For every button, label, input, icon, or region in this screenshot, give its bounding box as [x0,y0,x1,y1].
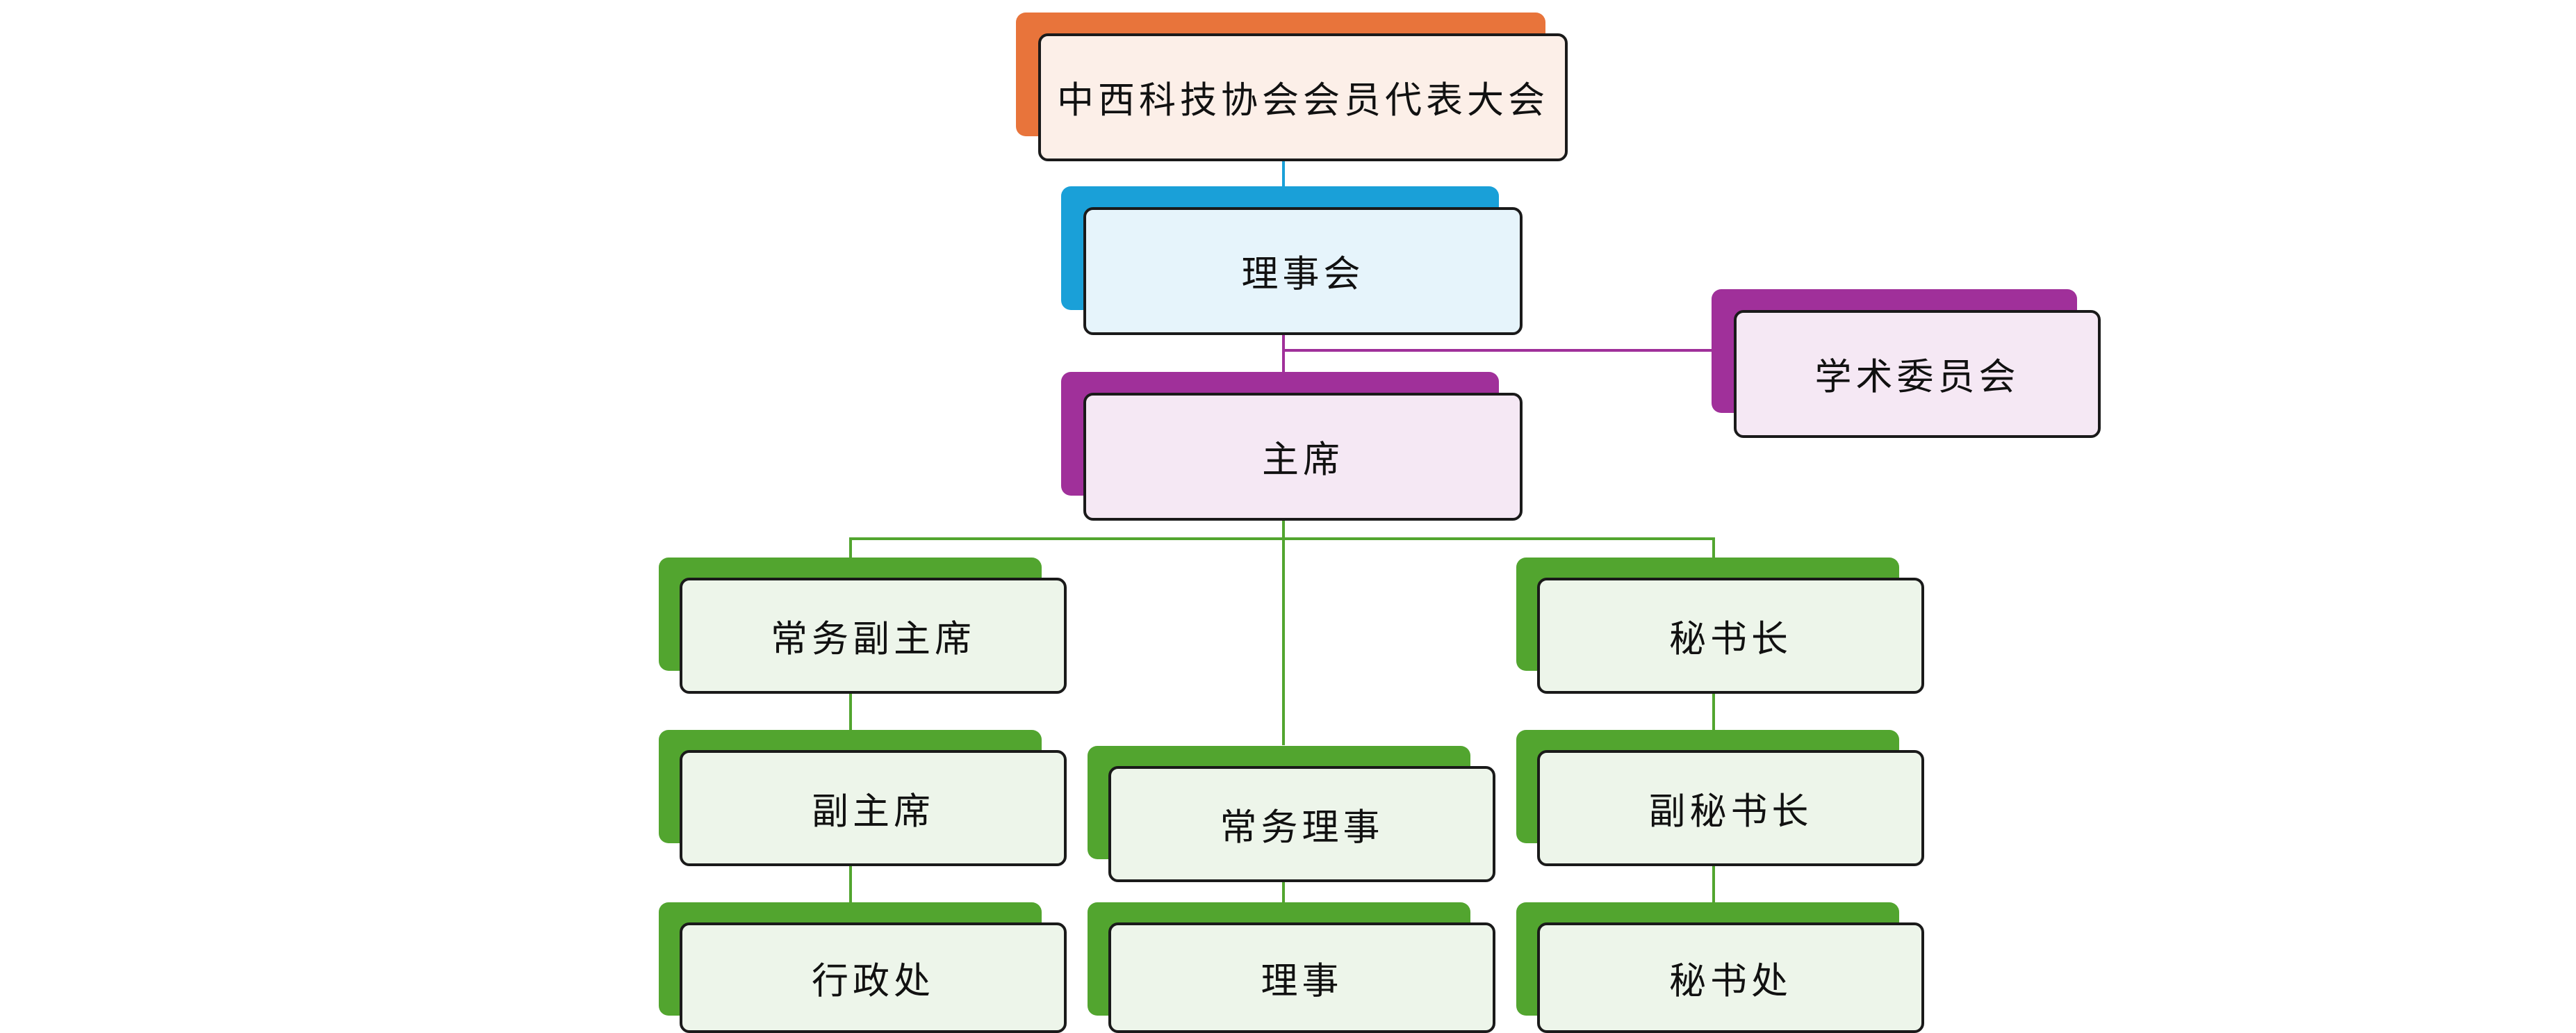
node-director-label: 理事 [1261,959,1343,1002]
node-secretary-general-label: 秘书长 [1669,617,1792,660]
node-chairman-box: 主席 [1083,393,1523,521]
node-academic-committee: 学术委员会 [1712,289,2101,438]
node-secretary-general-box: 秘书长 [1537,578,1924,694]
node-chairman: 主席 [1061,372,1523,521]
node-director: 理事 [1088,902,1495,1033]
node-exec-vice-chairman: 常务副主席 [659,558,1067,694]
node-academic-committee-box: 学术委员会 [1734,310,2101,438]
node-vice-chairman-box: 副主席 [680,750,1067,866]
node-secretariat: 秘书处 [1516,902,1924,1033]
node-congress-label: 中西科技协会会员代表大会 [1057,79,1549,122]
node-vice-chairman-label: 副主席 [812,790,935,833]
node-exec-director-label: 常务理事 [1220,806,1384,849]
node-exec-vice-chairman-box: 常务副主席 [680,578,1067,694]
node-director-box: 理事 [1108,922,1495,1033]
node-admin-office-box: 行政处 [680,922,1067,1033]
node-council: 理事会 [1061,186,1523,335]
node-deputy-secretary-general-box: 副秘书长 [1537,750,1924,866]
node-exec-director: 常务理事 [1088,746,1495,882]
node-congress-box: 中西科技协会会员代表大会 [1038,33,1568,161]
node-secretariat-box: 秘书处 [1537,922,1924,1033]
node-exec-vice-chairman-label: 常务副主席 [771,617,976,660]
node-deputy-secretary-general: 副秘书长 [1516,730,1924,866]
node-council-box: 理事会 [1083,207,1523,335]
node-exec-director-box: 常务理事 [1108,766,1495,882]
node-academic-committee-label: 学术委员会 [1814,356,2020,398]
node-secretary-general: 秘书长 [1516,558,1924,694]
node-vice-chairman: 副主席 [659,730,1067,866]
node-admin-office-label: 行政处 [812,959,935,1002]
node-admin-office: 行政处 [659,902,1067,1033]
node-chairman-label: 主席 [1262,439,1344,481]
node-council-label: 理事会 [1241,253,1365,295]
node-deputy-secretary-general-label: 副秘书长 [1648,790,1813,833]
node-secretariat-label: 秘书处 [1669,959,1792,1002]
node-congress: 中西科技协会会员代表大会 [1016,13,1569,161]
